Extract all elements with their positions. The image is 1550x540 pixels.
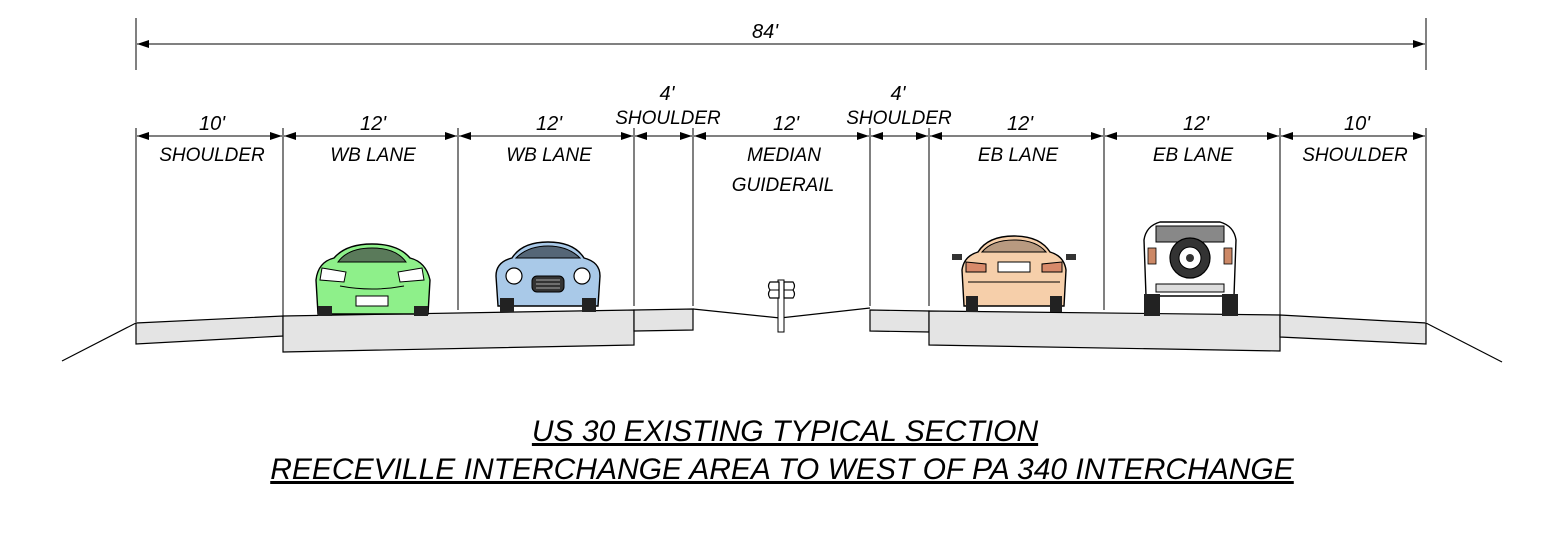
left-inside-shoulder	[633, 308, 694, 332]
left-outside-shoulder	[135, 315, 284, 345]
segment-7-width: 12'	[1007, 113, 1034, 135]
title-line-2: REECEVILLE INTERCHANGE AREA TO WEST OF P…	[270, 453, 1295, 486]
segment-labels: 10' SHOULDER 12' WB LANE 12' WB LANE 4' …	[159, 83, 1408, 196]
segment-3-label: WB LANE	[506, 145, 592, 166]
vehicle-white-suv	[1143, 221, 1238, 316]
segment-1-width: 10'	[199, 113, 226, 135]
overall-width-label: 84'	[752, 21, 779, 43]
vehicle-blue-roadster	[495, 241, 601, 312]
segment-2-width: 12'	[360, 113, 387, 135]
section-title: US 30 EXISTING TYPICAL SECTION REECEVILL…	[270, 415, 1295, 486]
segment-6-width: 4'	[891, 83, 907, 105]
segment-7-label: EB LANE	[978, 145, 1059, 166]
segment-8-label: EB LANE	[1153, 145, 1234, 166]
segment-9-label: SHOULDER	[1302, 145, 1408, 166]
segment-3-width: 12'	[536, 113, 563, 135]
right-inside-shoulder	[869, 309, 930, 333]
eb-lanes-pavement	[928, 310, 1281, 352]
overall-dimension: 84'	[135, 18, 1427, 70]
vehicle-green-sports-car	[315, 243, 431, 316]
segment-9-width: 10'	[1344, 113, 1371, 135]
segment-5-label: MEDIAN	[747, 145, 821, 166]
right-outside-shoulder	[1279, 314, 1427, 345]
median-guiderail-icon	[767, 279, 796, 333]
segment-8-width: 12'	[1183, 113, 1210, 135]
segment-4-label: SHOULDER	[615, 108, 721, 129]
segment-6-label: SHOULDER	[846, 108, 952, 129]
segment-4-width: 4'	[660, 83, 676, 105]
segment-1-label: SHOULDER	[159, 145, 265, 166]
title-line-1: US 30 EXISTING TYPICAL SECTION	[532, 415, 1039, 448]
segment-5-label-2: GUIDERAIL	[732, 175, 834, 196]
segment-2-label: WB LANE	[330, 145, 416, 166]
right-side-slope	[1425, 322, 1503, 363]
wb-lanes-pavement	[282, 309, 635, 353]
roadway-cross-section	[61, 307, 1503, 363]
segment-5-width: 12'	[773, 113, 800, 135]
vehicle-peach-sedan	[952, 235, 1076, 312]
left-side-slope	[61, 322, 137, 362]
segment-boundaries	[135, 128, 1427, 322]
